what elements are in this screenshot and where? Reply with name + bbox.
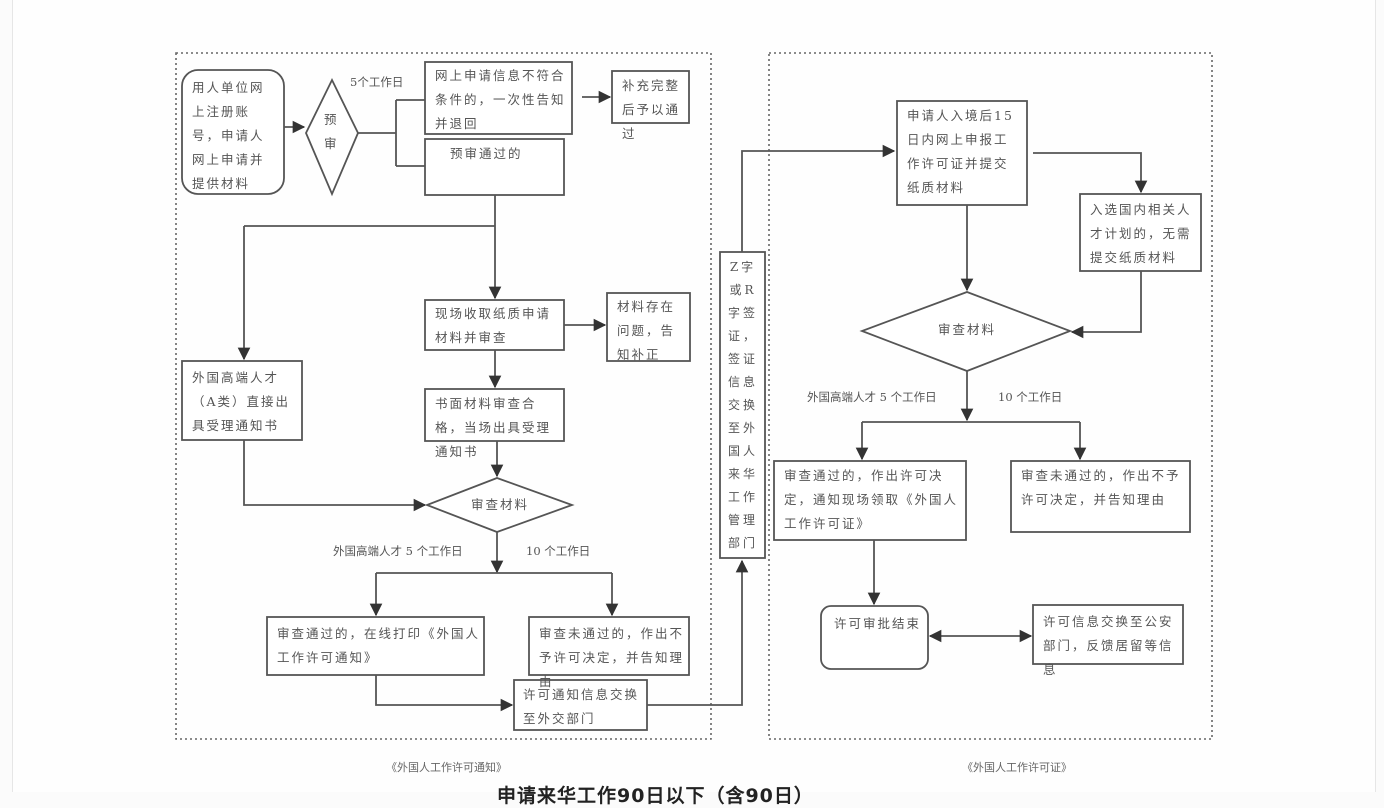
arrow-visa-to-right: [741, 144, 896, 252]
material-issue-box: [606, 292, 691, 362]
reject-online-text: 网上申请信息不符合条件的，一次性告知并退回: [435, 68, 566, 131]
days-high-end-right-label: 外国高端人才 5 个工作日: [807, 390, 937, 404]
apply-after-entry-text: 申请人入境后15日内网上申报工作许可证并提交纸质材料: [907, 108, 1014, 195]
talent-plan-box: [1079, 193, 1202, 272]
days-high-end-left-label: 外国高端人才 5 个工作日: [333, 544, 463, 558]
review-left-text: 审查材料: [470, 497, 529, 512]
end-text: 许可审批结束: [834, 616, 922, 631]
right-caption: 《外国人工作许可证》: [962, 761, 1072, 774]
rejected-right-box: [1010, 460, 1191, 533]
approved-right-box: [773, 460, 967, 541]
approved-left-text: 审查通过的，在线打印《外国人工作许可通知》: [277, 626, 481, 665]
start-text: 用人单位网上注册账号，申请人网上申请并提供材料: [192, 80, 265, 191]
exchange-foreign-box: [513, 679, 648, 731]
class-a-text: 外国高端人才（A类）直接出具受理通知书: [192, 370, 291, 433]
page-edge-right: [1375, 0, 1376, 792]
end-box: [820, 605, 929, 670]
rejected-left-box: [528, 616, 690, 676]
exchange-police-box: [1032, 604, 1184, 665]
arrow-exchange-to-visa: [647, 559, 749, 706]
pre-review-diamond: [305, 77, 359, 197]
talent-plan-text: 入选国内相关人才计划的，无需提交纸质材料: [1090, 202, 1192, 265]
approved-left-box: [266, 616, 485, 676]
pre-review-text: 预审: [324, 112, 339, 151]
apply-after-entry-box: [896, 100, 1028, 206]
pre-review-pass-text: 预审通过的: [450, 146, 523, 161]
written-ok-box: [424, 388, 565, 442]
approved-right-text: 审查通过的，作出许可决定，通知现场领取《外国人工作许可证》: [784, 468, 959, 531]
review-right-text: 审查材料: [937, 322, 996, 337]
exchange-police-text: 许可信息交换至公安部门，反馈居留等信息: [1043, 614, 1174, 677]
supplement-text: 补充完整后予以通过: [622, 78, 681, 141]
days-normal-left-label: 10 个工作日: [526, 544, 591, 558]
left-caption: 《外国人工作许可通知》: [386, 761, 507, 774]
onsite-collect-text: 现场收取纸质申请材料并审查: [435, 306, 552, 345]
section-heading: 申请来华工作90日以下（含90日）: [497, 785, 814, 807]
written-ok-text: 书面材料审查合格，当场出具受理通知书: [435, 396, 552, 459]
material-issue-text: 材料存在问题，告知补正: [617, 299, 676, 362]
arrow-talent-to-review: [1070, 271, 1142, 339]
supplement-box: [611, 70, 690, 124]
arrow-class-a-to-review: [243, 440, 427, 512]
rejected-left-text: 审查未通过的，作出不予许可决定，并告知理由: [539, 626, 685, 689]
exchange-foreign-text: 许可通知信息交换至外交部门: [523, 687, 640, 726]
rejected-right-text: 审查未通过的，作出不予许可决定，并告知理由: [1021, 468, 1181, 507]
page-edge-left: [12, 0, 13, 792]
onsite-collect-box: [424, 299, 565, 351]
right-region: [768, 52, 1213, 740]
visa-text: Z字或R字签证，签证信息交换至外国人来华工作管理部门: [727, 260, 758, 550]
arrow-apply-to-talent: [1033, 152, 1148, 194]
reject-online-box: [424, 61, 573, 135]
days-normal-right-label: 10 个工作日: [998, 390, 1063, 404]
start-box: [181, 69, 285, 195]
pre-review-days-label: 5个工作日: [350, 75, 404, 89]
arrow-approved-to-exchange: [375, 675, 514, 712]
class-a-box: [181, 360, 303, 441]
